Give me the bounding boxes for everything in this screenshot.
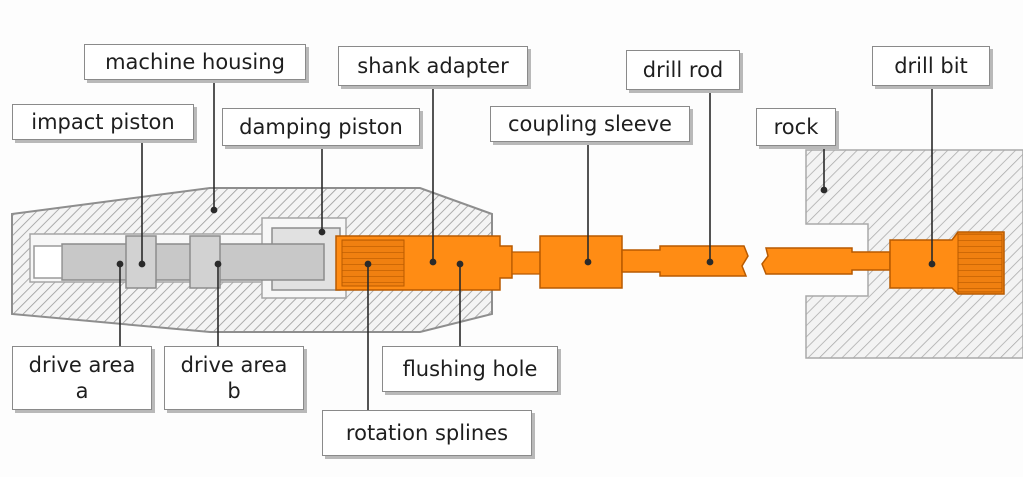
coupling-sleeve-body — [539, 235, 623, 289]
label-drill-bit: drill bit — [872, 46, 990, 86]
label-impact-piston: impact piston — [12, 104, 194, 140]
label-drill-rod: drill rod — [626, 50, 740, 90]
label-flushing-hole: flushing hole — [382, 346, 558, 392]
label-text-line1: drive area — [28, 353, 136, 377]
label-damping-piston: damping piston — [222, 108, 420, 146]
label-rock: rock — [756, 108, 836, 146]
piston-end — [33, 245, 63, 279]
label-drive-area-a: drive area a — [12, 346, 152, 410]
shank-to-sleeve-neck — [511, 251, 541, 275]
label-shank-adapter: shank adapter — [338, 46, 528, 86]
label-text-line2: b — [227, 379, 241, 403]
leader-lines — [116, 78, 936, 410]
label-coupling-sleeve: coupling sleeve — [490, 106, 690, 142]
rotation-splines-area — [341, 239, 405, 287]
label-text: drill rod — [642, 58, 724, 82]
drill-bit-buttons — [957, 233, 1003, 293]
label-text: drill bit — [894, 54, 968, 78]
label-drive-area-b: drive area b — [164, 346, 304, 410]
label-text: rotation splines — [345, 421, 509, 445]
label-text: rock — [773, 115, 819, 139]
label-rotation-splines: rotation splines — [322, 410, 532, 456]
label-text-line1: drive area — [180, 353, 288, 377]
label-machine-housing: machine housing — [84, 44, 306, 80]
label-text-line2: a — [75, 379, 89, 403]
drill-rod-right — [761, 247, 891, 275]
label-text: machine housing — [105, 50, 285, 74]
label-text: coupling sleeve — [508, 112, 672, 136]
label-text: shank adapter — [357, 54, 509, 78]
drill-rod-left — [621, 245, 749, 277]
label-text: flushing hole — [402, 357, 538, 381]
label-text: impact piston — [31, 110, 175, 134]
label-text: damping piston — [239, 115, 403, 139]
